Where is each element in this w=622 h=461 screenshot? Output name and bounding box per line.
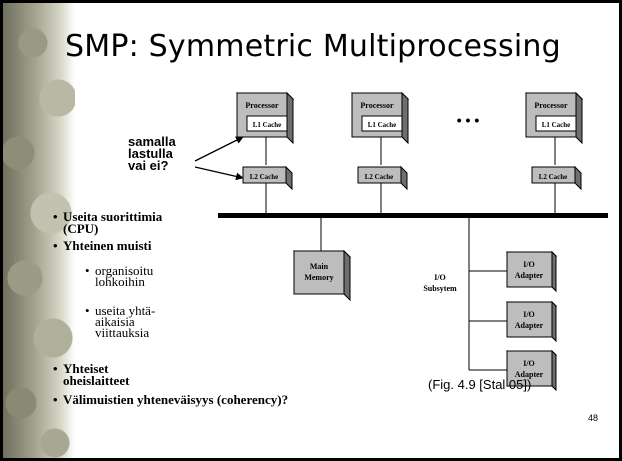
l1-cache-box	[246, 115, 288, 132]
l2-cache-label: L2 Cache	[250, 173, 279, 181]
io-adapter-1: I/O Adapter	[505, 250, 558, 293]
question-line: samalla	[128, 134, 176, 149]
l1-cache-box	[535, 115, 577, 132]
subbullet-concurrent-refs: •useita yhtä- aikaisia viittauksia	[85, 303, 156, 340]
ellipsis: • • •	[457, 112, 480, 128]
io-adapter-label-line1: I/O	[523, 359, 535, 368]
io-adapter-2: I/O Adapter	[505, 300, 558, 343]
io-subsystem-label-line1: I/O	[434, 273, 446, 282]
processor-label: Processor	[534, 101, 568, 110]
question-line: vai ei?	[128, 158, 169, 173]
subbullet-blocks: •organisoitu lohkoihin	[85, 263, 154, 289]
main-memory: Main Memory	[292, 249, 352, 302]
slide-title: SMP: Symmetric Multiprocessing	[65, 29, 561, 64]
l1-cache-label: L1 Cache	[368, 121, 397, 129]
question-line: lastulla	[128, 146, 173, 161]
system-bus	[218, 213, 608, 218]
l1-cache-label: L1 Cache	[542, 121, 571, 129]
io-adapter-3: I/O Adapter	[505, 349, 558, 392]
l2-cache-3: L2 Cache	[531, 165, 582, 191]
processor-label: Processor	[360, 101, 394, 110]
figure-caption: (Fig. 4.9 [Stal 05])	[428, 377, 532, 392]
arrow-to-l1	[194, 136, 244, 162]
io-adapter-label-line2: Adapter	[515, 271, 544, 280]
l2-cache-1: L2 Cache	[242, 165, 293, 191]
l1-cache-label: L1 Cache	[253, 121, 282, 129]
decorative-sidebar-image	[3, 3, 75, 458]
processor-1: Processor L1 Cache	[235, 91, 295, 145]
main-memory-label-line2: Memory	[304, 273, 333, 282]
slide: SMP: Symmetric Multiprocessing Processor…	[3, 3, 619, 458]
processor-2: Processor L1 Cache	[350, 91, 410, 145]
l2-cache-label: L2 Cache	[539, 173, 568, 181]
bullet-cache-coherency: •Välimuistien yhteneväisyys (coherency)?	[53, 392, 289, 407]
io-adapter-label-line1: I/O	[523, 260, 535, 269]
io-adapter-label-line1: I/O	[523, 310, 535, 319]
l2-cache-label: L2 Cache	[365, 173, 394, 181]
main-memory-label-line1: Main	[310, 262, 329, 271]
bullet-cpus: •Useita suorittimia (CPU)	[53, 209, 163, 236]
bullet-shared-memory: •Yhteinen muisti	[53, 238, 152, 253]
processor-3: Processor L1 Cache	[524, 91, 584, 145]
io-adapter-label-line2: Adapter	[515, 370, 544, 379]
bullet-shared-peripherals: •Yhteiset oheislaitteet	[53, 361, 130, 388]
l2-cache-2: L2 Cache	[357, 165, 408, 191]
cache-question-label: samalla lastulla vai ei?	[128, 134, 176, 173]
arrow-to-l2	[194, 166, 244, 181]
l1-cache-box	[361, 115, 403, 132]
io-subsystem-label-line2: Subsytem	[423, 284, 457, 293]
smp-diagram: Processor L1 Cache L2 Cache Processor L1…	[194, 91, 608, 392]
processor-label: Processor	[245, 101, 279, 110]
io-adapter-label-line2: Adapter	[515, 321, 544, 330]
page-number: 48	[588, 413, 599, 423]
